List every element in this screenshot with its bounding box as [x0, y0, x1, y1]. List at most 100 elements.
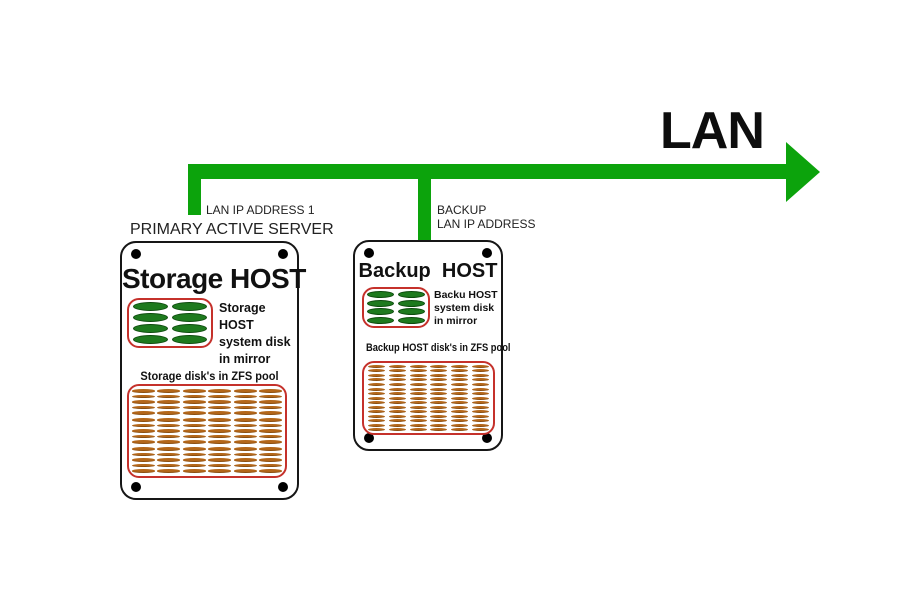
disk-platter-icon	[388, 387, 406, 391]
backup-ip-label: BACKUP LAN IP ADDRESS	[437, 203, 535, 231]
disk-stack	[131, 389, 155, 415]
lan-title: LAN	[660, 102, 765, 160]
disk-platter-icon	[157, 411, 181, 415]
disk-stack	[430, 364, 448, 386]
disk-platter-icon	[182, 394, 206, 399]
disk-platter-icon	[233, 469, 257, 473]
disk-stack	[409, 387, 427, 409]
disk-stack	[409, 364, 427, 386]
disk-platter-icon	[208, 429, 232, 433]
disk-platter-icon	[430, 410, 448, 414]
disk-platter-icon	[208, 440, 232, 444]
disk-platter-icon	[451, 382, 469, 386]
disk-platter-icon	[388, 401, 406, 404]
disk-stack	[233, 418, 257, 444]
disk-platter-icon	[172, 324, 207, 334]
disk-platter-icon	[259, 405, 283, 410]
disk-platter-icon	[472, 410, 490, 414]
disk-platter-icon	[259, 411, 283, 415]
disk-platter-icon	[233, 405, 257, 410]
disk-platter-icon	[409, 414, 427, 418]
storage-pool-label: Storage disk's in ZFS pool	[140, 369, 279, 383]
disk-stack	[172, 301, 207, 345]
disk-platter-icon	[451, 414, 469, 418]
disk-platter-icon	[409, 373, 427, 377]
disk-platter-icon	[157, 463, 181, 468]
disk-platter-icon	[409, 410, 427, 414]
disk-stack	[367, 410, 385, 432]
disk-platter-icon	[233, 463, 257, 468]
disk-platter-icon	[472, 419, 490, 423]
disk-platter-icon	[131, 452, 155, 457]
disk-platter-icon	[157, 469, 181, 473]
disk-platter-icon	[430, 401, 448, 404]
disk-stack	[131, 447, 155, 473]
disk-platter-icon	[367, 392, 385, 395]
disk-platter-icon	[182, 469, 206, 473]
disk-platter-icon	[472, 369, 490, 373]
disk-platter-icon	[182, 440, 206, 444]
disk-platter-icon	[430, 414, 448, 418]
disk-platter-icon	[472, 423, 490, 427]
disk-platter-icon	[259, 452, 283, 457]
lan-arrow-icon	[786, 142, 820, 202]
disk-platter-icon	[233, 452, 257, 457]
disk-platter-icon	[182, 418, 206, 422]
disk-platter-icon	[367, 316, 395, 324]
disk-platter-icon	[233, 400, 257, 404]
disk-platter-icon	[157, 400, 181, 404]
disk-stack	[472, 364, 490, 386]
disk-platter-icon	[208, 418, 232, 422]
disk-platter-icon	[233, 418, 257, 422]
disk-platter-icon	[367, 410, 385, 414]
disk-stack	[233, 447, 257, 473]
disk-platter-icon	[409, 401, 427, 404]
backup-ip-label-line1: BACKUP	[437, 203, 487, 217]
disk-platter-icon	[451, 392, 469, 395]
disk-platter-icon	[472, 387, 490, 391]
disk-platter-icon	[131, 400, 155, 404]
disk-platter-icon	[430, 423, 448, 427]
disk-platter-icon	[397, 291, 425, 298]
backup-mirror-label-line3: in mirror	[434, 315, 478, 327]
disk-platter-icon	[367, 396, 385, 400]
disk-platter-icon	[182, 434, 206, 439]
disk-platter-icon	[388, 405, 406, 409]
disk-stack	[157, 418, 181, 444]
disk-platter-icon	[208, 411, 232, 415]
disk-platter-icon	[409, 392, 427, 395]
disk-platter-icon	[472, 405, 490, 409]
disk-platter-icon	[233, 440, 257, 444]
disk-platter-icon	[157, 447, 181, 451]
disk-platter-icon	[409, 396, 427, 400]
disk-platter-icon	[367, 373, 385, 377]
disk-stack	[259, 389, 283, 415]
disk-platter-icon	[259, 440, 283, 444]
disk-platter-icon	[208, 434, 232, 439]
disk-platter-icon	[208, 458, 232, 462]
disk-platter-icon	[208, 423, 232, 428]
disk-stack	[430, 410, 448, 432]
disk-platter-icon	[472, 401, 490, 404]
disk-platter-icon	[172, 335, 207, 345]
storage-mirror-group	[127, 298, 213, 348]
disk-platter-icon	[157, 389, 181, 393]
disk-platter-icon	[182, 447, 206, 451]
disk-platter-icon	[388, 373, 406, 377]
disk-stack	[133, 301, 168, 345]
disk-platter-icon	[409, 428, 427, 432]
screw-icon	[131, 249, 141, 259]
disk-platter-icon	[131, 405, 155, 410]
disk-platter-icon	[397, 308, 425, 316]
disk-platter-icon	[131, 463, 155, 468]
storage-mirror-label-line2: system disk	[219, 335, 291, 349]
disk-platter-icon	[367, 405, 385, 409]
disk-platter-icon	[157, 452, 181, 457]
disk-platter-icon	[367, 414, 385, 418]
primary-ip-label: LAN IP ADDRESS 1	[206, 203, 315, 217]
backup-lan-drop-line	[418, 164, 431, 241]
disk-stack	[451, 410, 469, 432]
disk-platter-icon	[367, 423, 385, 427]
disk-platter-icon	[157, 418, 181, 422]
disk-platter-icon	[430, 369, 448, 373]
